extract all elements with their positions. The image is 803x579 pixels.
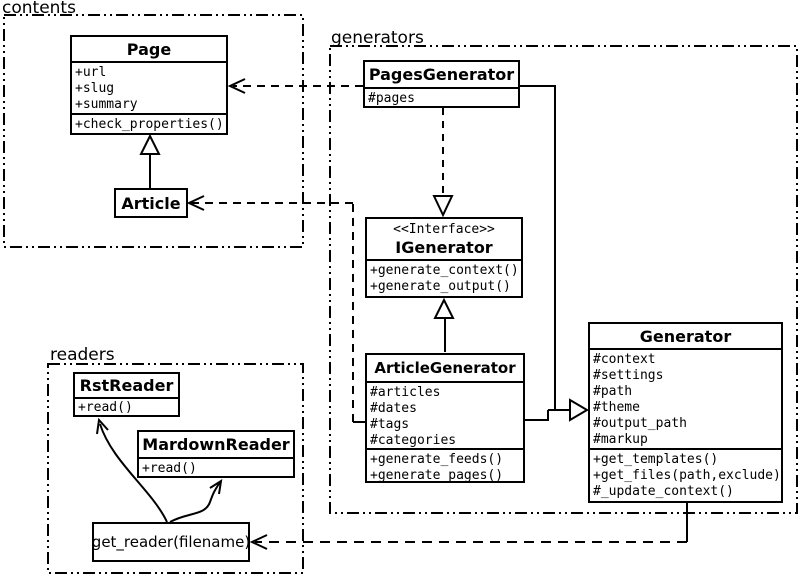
method: +generate_output() [370,279,511,294]
class-igenerator-title: <<Interface>> IGenerator [367,219,521,259]
class-articlegenerator: ArticleGenerator #articles #dates #tags … [365,353,525,483]
method: +read() [78,400,133,415]
attribute: #pages [368,91,415,106]
attribute: #theme [593,400,640,415]
package-contents-border [3,14,304,248]
class-rstreader-title: RstReader [79,376,174,395]
attribute: +url [75,65,107,80]
package-readers-border [47,363,304,574]
function-get-reader: get_reader(filename) [92,522,250,562]
attribute: #settings [593,368,664,383]
class-mardownreader-methods: +read() [139,457,293,476]
edge-getreader-rstreader [99,423,168,523]
edge-pagesgenerator-generator [520,85,556,410]
arrowhead-page [227,78,246,94]
attribute: #output_path [593,416,687,431]
method: +generate_feeds() [370,452,504,467]
triangle-igenerator-bottom [433,297,455,319]
class-generator-methods: +get_templates() +get_files(path,exclude… [590,448,781,501]
package-label-readers: readers [50,345,115,365]
class-generator: Generator #context #settings #path #them… [588,322,783,503]
attribute: #markup [593,432,648,447]
attribute: #path [593,384,633,399]
attribute: #context [593,352,656,367]
arrowhead-mardownreader [209,478,223,495]
triangle-page [139,133,161,155]
class-mardownreader-title: MardownReader [142,435,290,454]
method: +get_templates() [593,452,719,467]
edge-articlegenerator-generator [525,410,549,421]
package-label-contents: contents [2,0,76,18]
method: +check_properties() [75,117,224,132]
class-pagesgenerator-title: PagesGenerator [368,65,515,84]
arrowhead-article [186,195,205,211]
attribute: +summary [75,97,138,112]
package-label-generators: generators [331,28,424,48]
class-articlegenerator-methods: +generate_feeds() +generate_pages() [367,448,523,481]
method: #_update_context() [593,484,734,499]
attribute: #categories [370,433,457,448]
triangle-generator [569,398,589,422]
package-generators-border [329,45,798,514]
class-article: Article [114,188,188,218]
arrowhead-rstreader [96,417,109,435]
class-mardownreader: MardownReader +read() [137,430,295,478]
class-page: Page +url +slug +summary +check_properti… [70,35,228,135]
class-page-methods: +check_properties() [72,113,226,133]
method: +generate_pages() [370,468,504,481]
class-pagesgenerator-attributes: #pages [365,87,518,106]
class-articlegenerator-attributes: #articles #dates #tags #categories [367,381,523,448]
function-get-reader-label: get_reader(filename) [91,533,251,551]
attribute: #dates [370,401,417,416]
class-pagesgenerator: PagesGenerator #pages [363,60,520,108]
stereotype-interface: <<Interface>> [393,221,495,237]
class-article-title: Article [121,193,181,213]
attribute: #articles [370,385,441,400]
method: +read() [142,461,197,476]
attribute: +slug [75,81,115,96]
class-articlegenerator-title: ArticleGenerator [374,358,516,377]
class-generator-title: Generator [639,326,732,346]
class-page-title: Page [126,39,172,59]
class-page-attributes: +url +slug +summary [72,61,226,113]
class-igenerator-name: IGenerator [395,237,493,257]
triangle-igenerator-top [432,195,454,218]
class-igenerator-methods: +generate_context() +generate_output() [367,259,521,296]
edge-getreader-mardownreader [169,481,221,523]
attribute: #tags [370,417,410,432]
class-rstreader: RstReader +read() [73,372,180,417]
arrowhead-getreader [249,534,268,550]
class-rstreader-methods: +read() [75,397,178,415]
method: +generate_context() [370,263,519,278]
class-generator-attributes: #context #settings #path #theme #output_… [590,348,781,448]
class-igenerator: <<Interface>> IGenerator +generate_conte… [365,217,523,298]
method: +get_files(path,exclude) [593,468,781,483]
